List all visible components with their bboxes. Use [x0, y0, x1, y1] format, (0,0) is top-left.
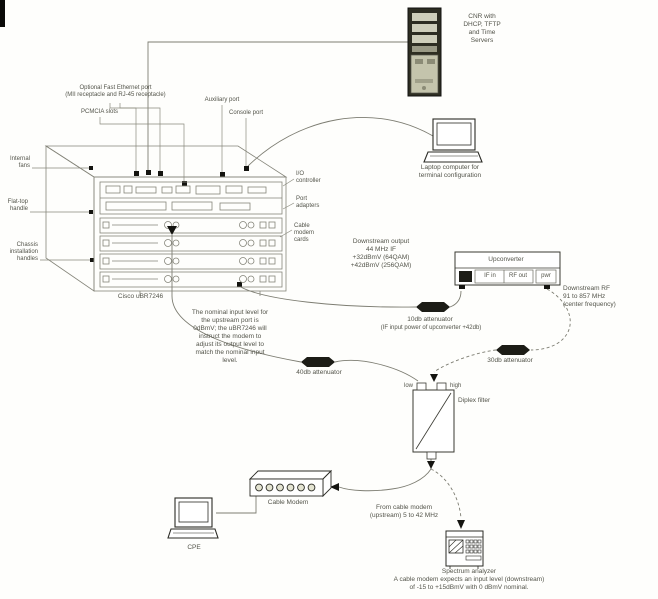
- arrow-into-diplex: [430, 374, 438, 382]
- scan-artifact: [0, 0, 5, 27]
- laptop-icon: [423, 118, 483, 163]
- spectrum-analyzer-label: Spectrum analyzer A cable modem expects …: [393, 568, 545, 591]
- cpe-pc-icon: [167, 497, 219, 539]
- callout-internal-fans: Internal fans: [9, 156, 30, 169]
- upconverter-pwr: pwr: [541, 273, 551, 279]
- wire-upstream-to-att40: [171, 235, 302, 363]
- upconverter-if-in: IF in: [484, 273, 496, 279]
- diplex-filter-box: [412, 382, 455, 460]
- wire-rfout-to-att30: [530, 288, 571, 351]
- callout-auxiliary: Auxiliary port: [204, 97, 240, 103]
- cable-modem-icon: [248, 469, 333, 498]
- upconverter-box: [454, 251, 561, 289]
- wire-downstream-if: [238, 285, 417, 308]
- attenuator-10db-sublabel: (IF input power of upconverter +42db): [380, 325, 482, 331]
- upstream-port-arrow: [167, 226, 177, 235]
- attenuator-40db-label: 40db attenuator: [296, 369, 342, 376]
- diplex-low-label: low: [403, 383, 413, 389]
- wire-console-to-laptop: [245, 117, 434, 169]
- wires: [147, 41, 571, 519]
- cpe-label: CPE: [187, 544, 201, 551]
- upstream-note: The nominal input level for the upstream…: [191, 309, 269, 364]
- upconverter-rf-out: RF out: [508, 273, 527, 279]
- cnr-server-label: CNR with DHCP, TFTP and Time Servers: [463, 13, 501, 44]
- attenuator-10db-icon: [416, 302, 450, 312]
- laptop-label: Laptop computer for terminal configurati…: [418, 164, 482, 179]
- cable-modem-label: Cable Modem: [267, 499, 309, 506]
- callout-leaders: [30, 103, 295, 261]
- wire-modem-to-cpe: [216, 496, 257, 514]
- callout-modem-cards: Cable modem cards: [294, 223, 315, 243]
- wire-diplex-to-modem: [338, 468, 432, 492]
- chassis-name-label: Cisco uBR7246: [117, 293, 164, 300]
- callout-fast-ethernet: Optional Fast Ethernet port (MII recepta…: [65, 85, 166, 98]
- arrow-below-diplex: [427, 461, 435, 469]
- callout-install-handles: Chassis installation handles: [9, 242, 38, 262]
- callout-console: Console port: [228, 110, 264, 116]
- server-tower-icon: [407, 7, 442, 97]
- callout-port-adapters: Port adapters: [296, 196, 320, 209]
- callout-io-controller: I/O controller: [296, 171, 321, 184]
- chassis-drawing: [44, 145, 288, 296]
- diplex-high-label: high: [450, 383, 462, 389]
- upconverter-title: Upconverter: [488, 256, 524, 263]
- port-markers: [89, 166, 249, 287]
- diplex-filter-label: Diplex filter: [458, 397, 491, 404]
- attenuator-30db-label: 30db attenuator: [487, 357, 533, 364]
- arrow-into-modem: [330, 483, 339, 491]
- wire-att10-to-upconverter: [449, 290, 462, 308]
- callout-pc-card: PCMCIA slots: [80, 109, 118, 115]
- callout-flat-top-handle: Flat-top handle: [7, 199, 28, 212]
- attenuator-40db-icon: [301, 357, 335, 367]
- wire-diplex-to-spectrum: [430, 468, 462, 519]
- attenuator-10db-label: 10db attenuator: [407, 316, 453, 323]
- wire-att30-to-diplex: [433, 349, 497, 373]
- arrow-into-spectrum: [457, 520, 465, 529]
- wire-att40-to-diplex: [334, 359, 419, 382]
- downstream-output-label: Downstream output 44 MHz IF +32dBmV (64Q…: [350, 238, 412, 269]
- attenuator-30db-icon: [496, 345, 530, 355]
- wire-server-to-chassis: [147, 41, 408, 172]
- spectrum-analyzer-icon: [445, 530, 484, 569]
- from-modem-label: From cable modem (upstream) 5 to 42 MHz: [369, 504, 439, 519]
- line-card-slots: [99, 217, 283, 288]
- downstream-rf-label: Downstream RF 91 to 857 MHz (center freq…: [563, 285, 616, 308]
